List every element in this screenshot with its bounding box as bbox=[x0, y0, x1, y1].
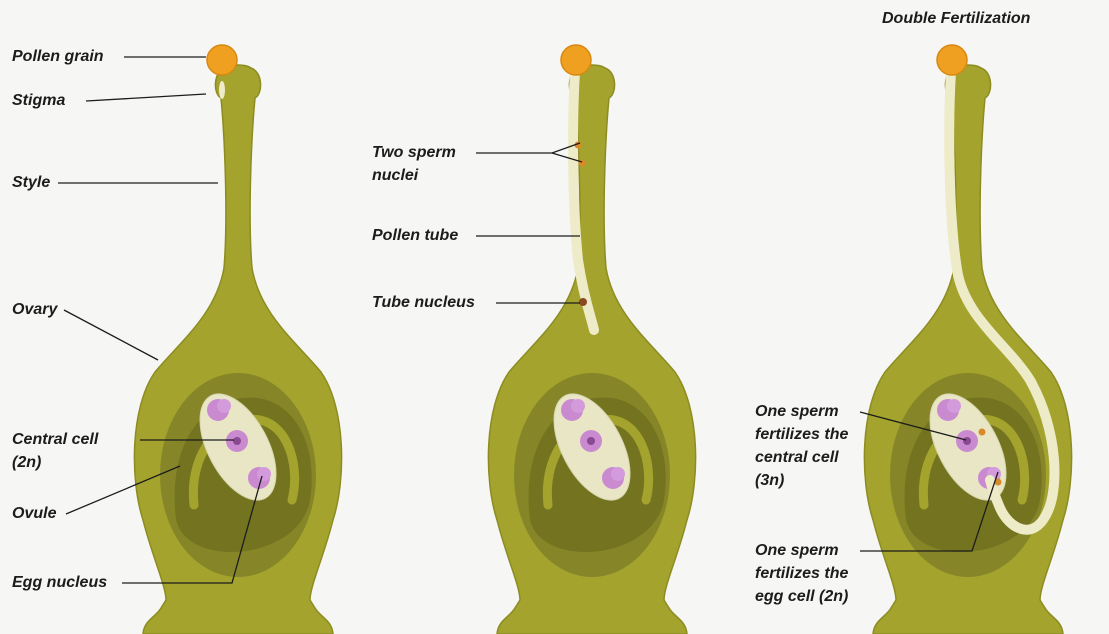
panel2-leader-lines bbox=[476, 143, 582, 303]
label-central-fert-4: (3n) bbox=[755, 470, 784, 491]
pollen-grain bbox=[561, 45, 591, 75]
label-egg-nucleus: Egg nucleus bbox=[12, 572, 107, 593]
panel-unfertilized-pistil bbox=[134, 45, 341, 634]
label-ovule: Ovule bbox=[12, 503, 56, 524]
label-central-fert-1: One sperm bbox=[755, 401, 839, 422]
stigma-tube-start bbox=[219, 81, 225, 99]
label-central-fert-3: central cell bbox=[755, 447, 839, 468]
panel-double-fertilization bbox=[864, 45, 1071, 634]
label-tube-nucleus: Tube nucleus bbox=[372, 292, 475, 313]
sperm-nucleus bbox=[979, 429, 986, 436]
label-style: Style bbox=[12, 172, 50, 193]
diagram-title: Double Fertilization bbox=[882, 8, 1030, 29]
label-two-sperm-nuclei: nuclei bbox=[372, 165, 418, 186]
sperm-nucleus bbox=[579, 160, 586, 167]
label-pollen-grain: Pollen grain bbox=[12, 46, 104, 67]
label-egg-fert-3: egg cell (2n) bbox=[755, 586, 848, 607]
label-pollen-tube: Pollen tube bbox=[372, 225, 458, 246]
panel-pollen-tube-growth bbox=[488, 45, 695, 634]
label-two-sperm: Two sperm bbox=[372, 142, 456, 163]
label-egg-fert-2: fertilizes the bbox=[755, 563, 848, 584]
pollen-grain bbox=[207, 45, 237, 75]
label-central-cell: Central cell bbox=[12, 429, 98, 450]
label-stigma: Stigma bbox=[12, 90, 65, 111]
label-central-fert-2: fertilizes the bbox=[755, 424, 848, 445]
pollen-grain bbox=[937, 45, 967, 75]
label-egg-fert-1: One sperm bbox=[755, 540, 839, 561]
tube-nucleus bbox=[579, 298, 587, 306]
label-ovary: Ovary bbox=[12, 299, 57, 320]
label-central-cell-ploidy: (2n) bbox=[12, 452, 41, 473]
